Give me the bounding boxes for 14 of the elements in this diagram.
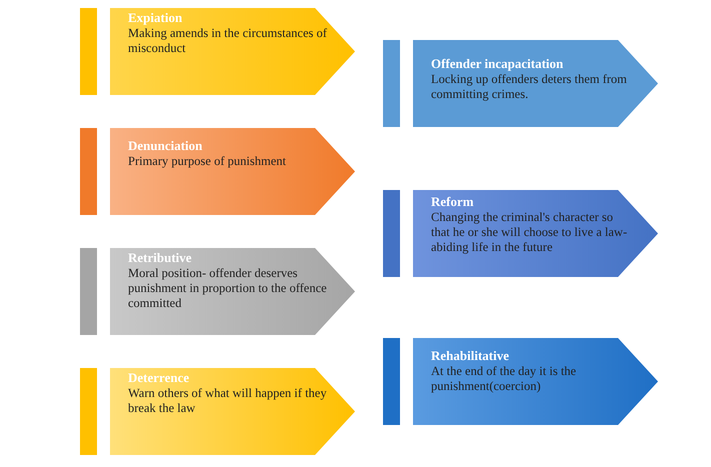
description: Changing the criminal's character so that he or she will choose to live a law-abiding life in the future (431, 210, 628, 255)
description: Making amends in the circumstances of misconduct (128, 26, 328, 56)
description: Warn others of what will happen if they break the law (128, 386, 328, 416)
heading: Reform (431, 194, 474, 210)
description: Primary purpose of punishment (128, 154, 287, 169)
description: Locking up offenders deters them from committing crimes. (431, 72, 628, 102)
description: Moral position- offender deserves punishment in proportion to the offence committed (128, 266, 328, 311)
heading: Denunciation (128, 138, 202, 154)
heading: Rehabilitative (431, 348, 509, 364)
description: At the end of the day it is the punishment(coercion) (431, 364, 578, 394)
heading: Deterrence (128, 370, 190, 386)
heading: Retributive (128, 250, 192, 266)
heading: Expiation (128, 10, 182, 26)
heading: Offender incapacitation (431, 56, 564, 72)
